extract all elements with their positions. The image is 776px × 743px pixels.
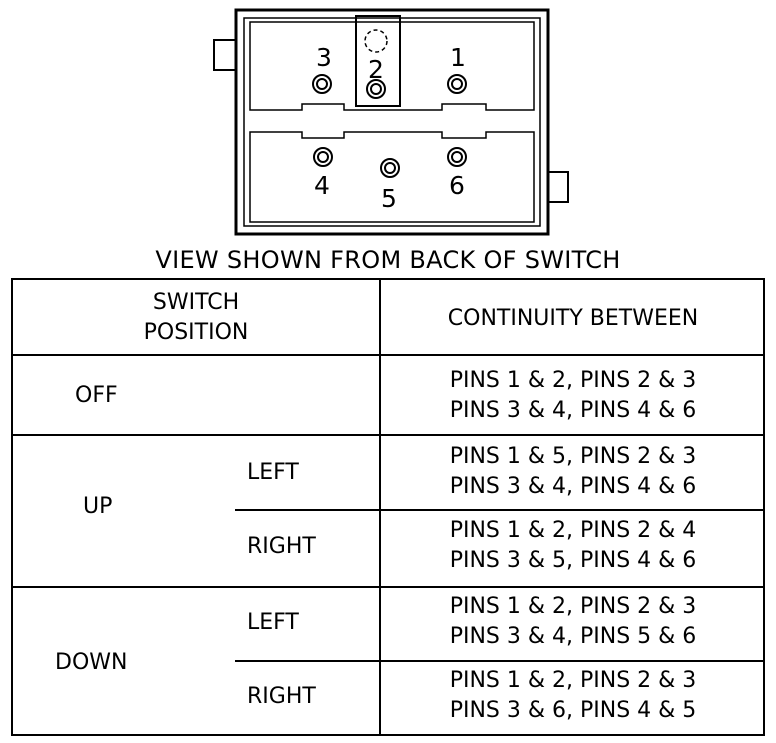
- header-switch-position: SWITCH POSITION: [13, 288, 379, 348]
- table-row-down-right-continuity: PINS 1 & 2, PINS 2 & 3 PINS 3 & 6, PINS …: [381, 666, 765, 726]
- diagram-caption: VIEW SHOWN FROM BACK OF SWITCH: [155, 246, 621, 274]
- pin-2-label: 2: [368, 55, 384, 84]
- header-continuity-between: CONTINUITY BETWEEN: [447, 306, 699, 331]
- continuity-line: PINS 3 & 4, PINS 4 & 6: [449, 398, 697, 423]
- continuity-table: SWITCH POSITION CONTINUITY BETWEEN OFF P…: [11, 278, 765, 736]
- continuity-line: PINS 3 & 5, PINS 4 & 6: [449, 548, 697, 573]
- continuity-line: PINS 3 & 6, PINS 4 & 5: [449, 698, 697, 723]
- continuity-line: PINS 1 & 2, PINS 2 & 3: [449, 668, 697, 693]
- pin-3-terminal: [312, 74, 332, 94]
- pin-1-label: 1: [450, 43, 466, 72]
- position-down: DOWN: [55, 650, 128, 675]
- pin-6-terminal: [447, 147, 467, 167]
- pin-1-terminal: [447, 74, 467, 94]
- empty-pin-position: [364, 29, 388, 53]
- sub-position-up-right: RIGHT: [247, 534, 316, 559]
- continuity-line: PINS 1 & 2, PINS 2 & 3: [449, 368, 697, 393]
- position-up: UP: [83, 494, 113, 519]
- pin-4-terminal: [313, 147, 333, 167]
- table-row-off-continuity: PINS 1 & 2, PINS 2 & 3 PINS 3 & 4, PINS …: [381, 366, 765, 426]
- pin-5-label: 5: [381, 184, 397, 213]
- table-row-up-left-continuity: PINS 1 & 5, PINS 2 & 3 PINS 3 & 4, PINS …: [381, 442, 765, 502]
- table-row-up-right-continuity: PINS 1 & 2, PINS 2 & 4 PINS 3 & 5, PINS …: [381, 516, 765, 576]
- right-tab: [548, 171, 569, 203]
- pin-6-label: 6: [449, 171, 465, 200]
- row-divider: [235, 660, 763, 662]
- table-row-down-left-continuity: PINS 1 & 2, PINS 2 & 3 PINS 3 & 4, PINS …: [381, 592, 765, 652]
- lower-cavity: [249, 131, 535, 223]
- continuity-line: PINS 3 & 4, PINS 4 & 6: [449, 474, 697, 499]
- connector-inner-frame: [243, 17, 541, 227]
- continuity-line: PINS 3 & 4, PINS 5 & 6: [449, 624, 697, 649]
- sub-position-down-right: RIGHT: [247, 684, 316, 709]
- row-divider: [13, 586, 763, 588]
- continuity-line: PINS 1 & 2, PINS 2 & 4: [449, 518, 697, 543]
- sub-position-up-left: LEFT: [247, 460, 299, 485]
- row-divider: [13, 354, 763, 356]
- pin-4-label: 4: [314, 171, 330, 200]
- pin-3-label: 3: [316, 43, 332, 72]
- pin-5-terminal: [380, 158, 400, 178]
- pin-2-terminal: [366, 79, 386, 99]
- header-position-line2: POSITION: [143, 320, 249, 345]
- center-pin-block: [355, 15, 401, 107]
- connector-housing: [234, 8, 550, 236]
- switch-connector-diagram: 1 2 3 4 5 6: [213, 8, 569, 236]
- row-divider: [13, 434, 763, 436]
- upper-cavity: [249, 21, 535, 111]
- column-divider: [379, 280, 381, 734]
- left-tab: [213, 39, 236, 71]
- sub-position-down-left: LEFT: [247, 610, 299, 635]
- row-divider: [235, 509, 763, 511]
- position-off: OFF: [75, 383, 118, 408]
- continuity-line: PINS 1 & 2, PINS 2 & 3: [449, 594, 697, 619]
- header-switch-line1: SWITCH: [152, 290, 240, 315]
- continuity-line: PINS 1 & 5, PINS 2 & 3: [449, 444, 697, 469]
